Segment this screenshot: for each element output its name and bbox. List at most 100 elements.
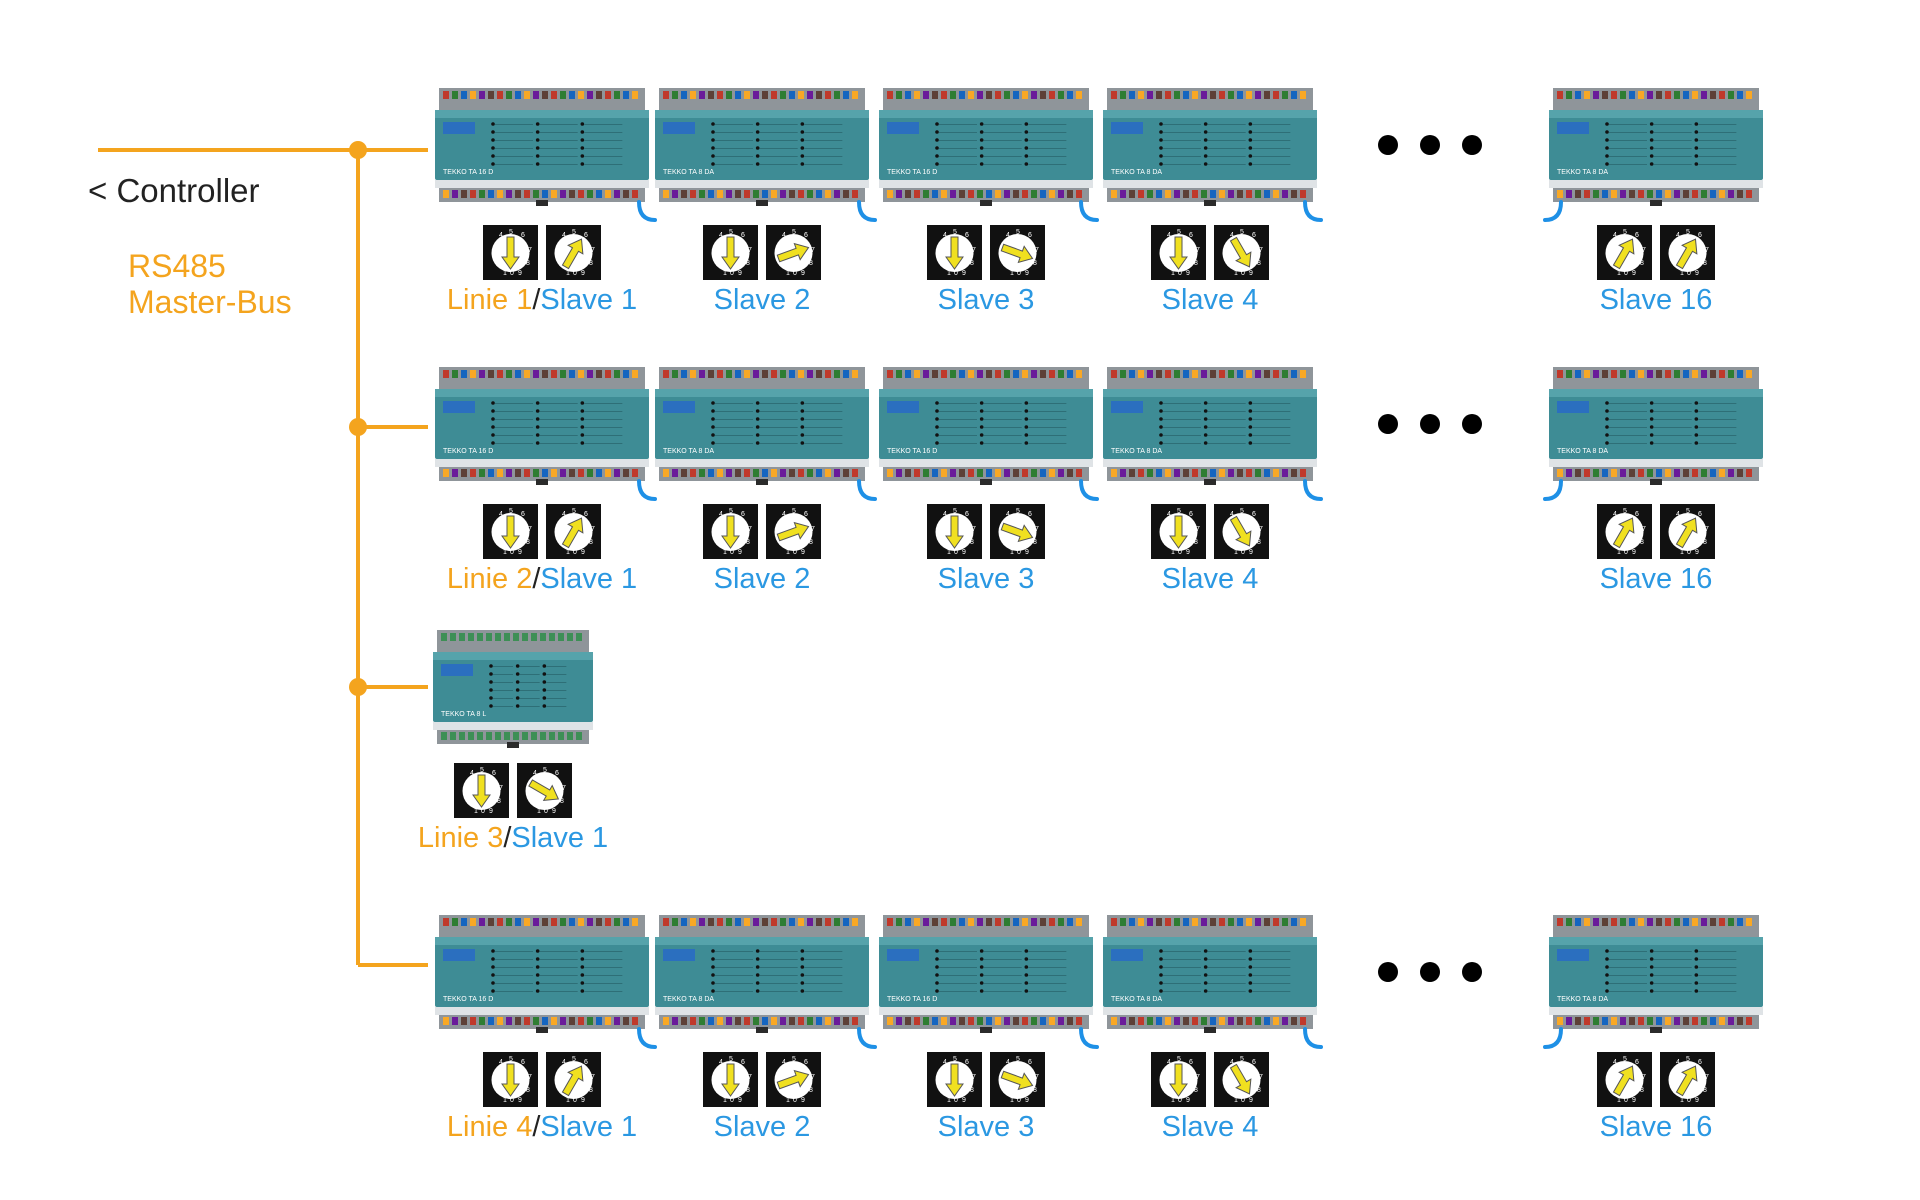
svg-text:4: 4 [533,770,537,777]
svg-text:2: 2 [1673,261,1677,268]
svg-text:6: 6 [804,1059,808,1066]
svg-text:9: 9 [581,1097,585,1104]
svg-text:4: 4 [782,511,786,518]
svg-text:1: 1 [1234,549,1238,556]
svg-text:4: 4 [1613,1059,1617,1066]
svg-text:4: 4 [499,232,503,239]
din-module: TEKKO TA 8 DA [655,915,869,1038]
svg-text:1: 1 [786,270,790,277]
din-module: TEKKO TA 8 DA [1103,88,1317,211]
module-model-label: TEKKO TA 8 DA [1557,448,1608,455]
svg-text:1: 1 [1680,270,1684,277]
svg-text:8: 8 [1194,260,1198,267]
svg-text:3: 3 [714,529,718,536]
linie-label: Linie 1 [446,284,533,316]
svg-text:9: 9 [518,549,522,556]
svg-text:4: 4 [499,1059,503,1066]
svg-text:0: 0 [954,549,958,556]
svg-text:8: 8 [1033,1087,1037,1094]
svg-text:9: 9 [552,808,556,815]
svg-text:7: 7 [1196,526,1200,533]
svg-text:7: 7 [1705,247,1709,254]
svg-text:1: 1 [1171,549,1175,556]
svg-text:1: 1 [503,1097,507,1104]
slave-address-label: Slave 2 [714,563,811,596]
svg-text:4: 4 [1230,1059,1234,1066]
svg-text:9: 9 [518,270,522,277]
svg-text:6: 6 [1189,1059,1193,1066]
svg-text:9: 9 [1249,270,1253,277]
svg-text:4: 4 [562,232,566,239]
din-module: TEKKO TA 8 DA [655,88,869,211]
slave-label: Slave 4 [1161,1111,1259,1143]
svg-text:5: 5 [1016,508,1020,515]
svg-text:7: 7 [811,526,815,533]
svg-text:2: 2 [1227,1088,1231,1095]
svg-text:9: 9 [738,549,742,556]
svg-text:5: 5 [1240,229,1244,236]
svg-text:7: 7 [1259,1074,1263,1081]
svg-text:6: 6 [584,232,588,239]
svg-text:9: 9 [801,1097,805,1104]
svg-text:4: 4 [1167,232,1171,239]
slave-label: Slave 3 [937,284,1035,316]
svg-text:6: 6 [741,511,745,518]
bus-junction-3 [349,678,367,696]
svg-text:4: 4 [1613,232,1617,239]
svg-text:3: 3 [1001,529,1005,536]
svg-text:1: 1 [723,270,727,277]
svg-text:9: 9 [1186,270,1190,277]
svg-text:2: 2 [716,1088,720,1095]
svg-text:0: 0 [510,549,514,556]
svg-text:1: 1 [786,1097,790,1104]
svg-text:8: 8 [1033,539,1037,546]
svg-text:0: 0 [730,549,734,556]
svg-text:2: 2 [496,1088,500,1095]
termination-arc-icon [1543,1027,1563,1049]
svg-text:9: 9 [738,270,742,277]
svg-text:3: 3 [557,529,561,536]
svg-text:8: 8 [1257,260,1261,267]
svg-text:0: 0 [1241,549,1245,556]
svg-text:2: 2 [1610,540,1614,547]
svg-text:6: 6 [521,1059,525,1066]
svg-text:8: 8 [1703,539,1707,546]
svg-text:4: 4 [1676,1059,1680,1066]
din-module: TEKKO TA 8 DA [1103,367,1317,490]
svg-text:3: 3 [1225,1077,1229,1084]
svg-text:2: 2 [940,261,944,268]
svg-text:8: 8 [1194,539,1198,546]
svg-text:0: 0 [730,270,734,277]
svg-text:2: 2 [530,799,534,806]
module-model-label: TEKKO TA 8 DA [663,448,714,455]
svg-text:0: 0 [1624,1097,1628,1104]
svg-text:9: 9 [1632,1097,1636,1104]
slave-address-label: Slave 3 [938,1111,1035,1144]
svg-text:3: 3 [557,250,561,257]
svg-text:2: 2 [1164,1088,1168,1095]
svg-text:9: 9 [801,270,805,277]
termination-arc-icon [1303,200,1323,222]
slave-address-label: Linie 1/Slave 1 [447,284,637,317]
svg-text:2: 2 [1003,540,1007,547]
svg-text:4: 4 [719,232,723,239]
svg-text:6: 6 [584,511,588,518]
svg-text:7: 7 [528,526,532,533]
svg-text:3: 3 [1001,1077,1005,1084]
svg-text:5: 5 [1686,1056,1690,1063]
svg-text:3: 3 [1162,1077,1166,1084]
svg-text:3: 3 [777,529,781,536]
svg-text:6: 6 [1028,232,1032,239]
svg-text:5: 5 [1623,508,1627,515]
svg-text:8: 8 [1033,260,1037,267]
module-model-label: TEKKO TA 16 D [443,448,493,455]
svg-text:7: 7 [528,247,532,254]
termination-arc-icon [1079,200,1099,222]
